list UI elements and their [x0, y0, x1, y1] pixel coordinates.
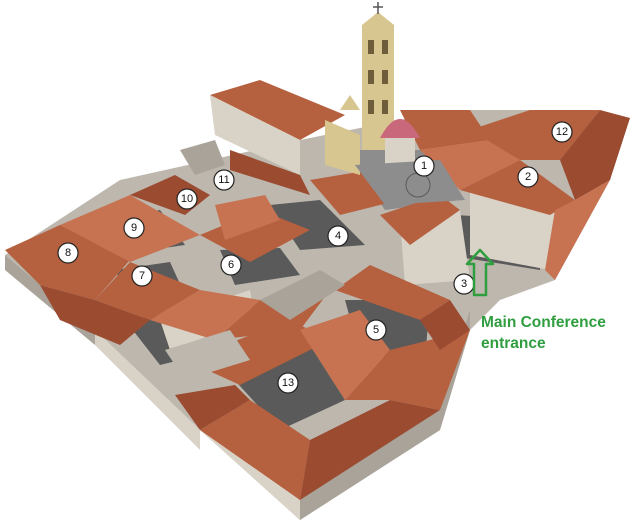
marker-5[interactable]: 5: [365, 319, 387, 341]
main-entrance-label: Main Conference entrance: [481, 312, 606, 354]
svg-text:3: 3: [461, 278, 467, 290]
marker-1[interactable]: 1: [413, 155, 435, 177]
roofs: [5, 80, 630, 500]
markers: 1 2 3 4 5 6 7 8: [57, 121, 573, 394]
grey-roofs: [165, 140, 345, 380]
marker-6[interactable]: 6: [220, 254, 242, 276]
marker-13[interactable]: 13: [277, 372, 299, 394]
svg-text:13: 13: [282, 377, 294, 389]
svg-text:8: 8: [65, 247, 71, 259]
marker-10[interactable]: 10: [176, 188, 198, 210]
svg-text:4: 4: [335, 230, 341, 242]
marker-2[interactable]: 2: [517, 166, 539, 188]
svg-text:9: 9: [131, 222, 137, 234]
svg-text:10: 10: [181, 193, 193, 205]
up-arrow-icon: [465, 248, 495, 297]
svg-text:5: 5: [373, 324, 379, 336]
entrance-label-line2: entrance: [481, 335, 546, 352]
marker-3[interactable]: 3: [453, 273, 475, 295]
church-facade: [325, 95, 360, 175]
svg-text:12: 12: [556, 126, 568, 138]
marker-4[interactable]: 4: [327, 225, 349, 247]
pink-chapel: [380, 119, 420, 165]
marker-7[interactable]: 7: [131, 265, 153, 287]
svg-text:7: 7: [139, 270, 145, 282]
marker-12[interactable]: 12: [551, 121, 573, 143]
marker-11[interactable]: 11: [213, 169, 235, 191]
marker-9[interactable]: 9: [123, 217, 145, 239]
svg-text:11: 11: [218, 174, 229, 186]
svg-text:6: 6: [228, 259, 234, 271]
marker-8[interactable]: 8: [57, 242, 79, 264]
svg-text:1: 1: [421, 160, 427, 172]
svg-text:2: 2: [525, 171, 531, 183]
entrance-label-line1: Main Conference: [481, 314, 606, 331]
